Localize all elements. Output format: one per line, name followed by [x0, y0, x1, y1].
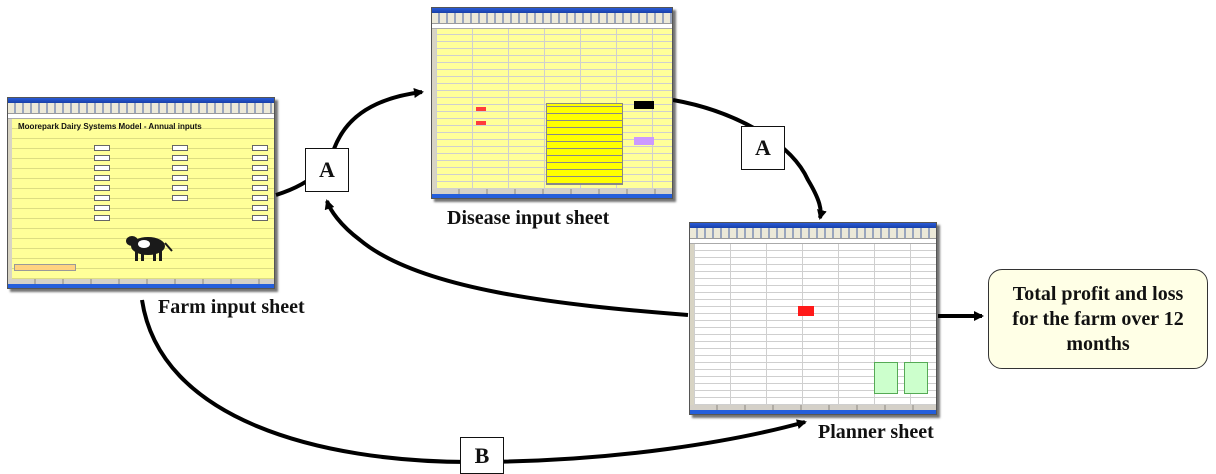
input-field	[252, 175, 268, 181]
input-field	[252, 195, 268, 201]
input-field	[94, 165, 110, 171]
legend-swatch-black	[634, 101, 654, 109]
input-field	[252, 205, 268, 211]
farm-input-sheet-thumbnail: Moorepark Dairy Systems Model - Annual i…	[7, 97, 275, 289]
output-box: Total profit and loss for the farm over …	[988, 269, 1208, 369]
arrow-farm-to-disease	[275, 88, 424, 197]
connector-a-upper: A	[305, 148, 349, 192]
input-field	[94, 215, 110, 221]
sheet-tabs	[432, 189, 672, 194]
input-field	[94, 175, 110, 181]
taskbar	[8, 284, 274, 288]
connector-b: B	[460, 437, 504, 474]
farm-sheet-title: Moorepark Dairy Systems Model - Annual i…	[18, 122, 202, 131]
taskbar	[432, 194, 672, 198]
row-header	[690, 244, 694, 405]
disease-sheet-label: Disease input sheet	[447, 207, 610, 229]
taskbar	[690, 410, 936, 414]
sheet-tabs	[690, 405, 936, 410]
planner-sheet-label: Planner sheet	[818, 421, 934, 443]
red-highlight-cell	[798, 306, 814, 316]
window-titlebar	[432, 8, 672, 13]
red-cell	[476, 121, 486, 125]
red-cell	[476, 107, 486, 111]
input-field	[172, 195, 188, 201]
formula-bar	[432, 24, 672, 29]
input-field	[252, 155, 268, 161]
row-header	[8, 119, 12, 279]
planner-sheet-thumbnail	[689, 222, 937, 415]
input-field	[94, 205, 110, 211]
input-field	[172, 185, 188, 191]
input-field	[172, 175, 188, 181]
formula-bar	[690, 239, 936, 244]
sheet-tabs	[8, 279, 274, 284]
window-titlebar	[690, 223, 936, 228]
green-cells	[904, 362, 928, 394]
input-field	[172, 145, 188, 151]
legend-swatch-purple	[634, 137, 654, 145]
connector-a-lower: A	[741, 126, 785, 170]
formula-bar	[8, 114, 274, 119]
green-cells	[874, 362, 898, 394]
toolbar	[690, 228, 936, 239]
input-field	[94, 145, 110, 151]
input-field	[94, 155, 110, 161]
input-field	[252, 215, 268, 221]
spreadsheet-grid	[694, 244, 936, 405]
cow-image	[126, 236, 173, 261]
window-titlebar	[8, 98, 274, 103]
input-field	[252, 185, 268, 191]
arrow-planner-to-farm	[324, 199, 689, 317]
spreadsheet-grid: Moorepark Dairy Systems Model - Annual i…	[12, 119, 274, 279]
input-field	[172, 155, 188, 161]
input-field	[94, 185, 110, 191]
spreadsheet-grid	[436, 29, 672, 189]
toolbar	[432, 13, 672, 24]
profit-row	[14, 264, 76, 271]
arrow-disease-to-planner	[672, 98, 827, 220]
input-field	[172, 165, 188, 171]
disease-input-sheet-thumbnail	[431, 7, 673, 199]
input-field	[94, 195, 110, 201]
input-field	[252, 145, 268, 151]
toolbar	[8, 103, 274, 114]
input-field	[252, 165, 268, 171]
farm-sheet-label: Farm input sheet	[158, 296, 305, 318]
highlighted-input-cells	[546, 103, 623, 185]
row-header	[432, 29, 436, 189]
